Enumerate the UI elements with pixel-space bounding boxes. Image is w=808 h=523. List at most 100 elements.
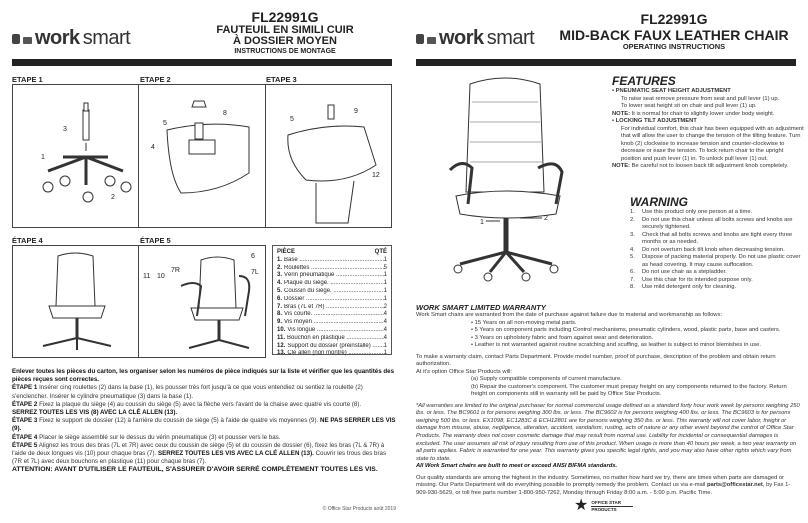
feature-2-text: For individual comfort, this chair has b… xyxy=(621,125,804,162)
warning-text: Dispose of packing material properly. Do… xyxy=(642,254,801,268)
logo-mark-icon xyxy=(427,36,436,44)
step-1-label: ETAPE 1 xyxy=(12,75,43,84)
star-icon: ★ xyxy=(574,497,589,514)
part-number: 11. xyxy=(277,334,286,341)
part-qty: 1 xyxy=(383,256,387,263)
parts-list-item: 4.Plaque du siège.1 xyxy=(277,280,387,288)
parts-list-item: 7.Bras (7L et 7R)2 xyxy=(277,304,387,312)
logo-mark-icon xyxy=(23,36,32,44)
part-number: 13. xyxy=(277,350,286,357)
warning-item: 6.Do not use chair as a stepladder. xyxy=(630,269,804,277)
left-header: FL22991G FAUTEUIL EN SIMILI CUIR À DOSSI… xyxy=(170,10,400,55)
warranty-option: At it's option Office Star Products will… xyxy=(416,368,513,375)
step-3-diagram: 9 5 12 xyxy=(265,84,392,228)
parts-email-link[interactable]: parts@officestar.net xyxy=(706,482,763,489)
model-number: FL22991G xyxy=(640,11,708,27)
warning-section: WARNING 1.Use this product only one pers… xyxy=(630,195,804,292)
warning-item: 8.Use mild detergent only for cleaning. xyxy=(630,284,804,292)
logo-text: work xyxy=(439,27,484,49)
callout-9: 9 xyxy=(354,108,358,115)
step-4-label: ÉTAPE 4 xyxy=(12,236,43,245)
warranty-bullet: • Leather is not warranted against routi… xyxy=(471,342,761,349)
parts-list-item: 11.Bouchon en plastique4 xyxy=(277,335,387,343)
quality-statement: Our quality standards are among the high… xyxy=(416,475,801,498)
step-4-text: Placer le siège assemblé sur le dessus d… xyxy=(37,433,281,441)
chair-illustration: 1 2 xyxy=(420,72,600,287)
warning-number: 3. xyxy=(630,231,635,238)
part-qty: 4 xyxy=(383,334,387,341)
part-number: 3. xyxy=(277,272,283,279)
warranty-option-a: (a) Supply compatible components of curr… xyxy=(471,376,622,383)
warning-text: Use this chair for its intended purpose … xyxy=(642,276,753,283)
armrest-illustration: 11 10 7R 6 7L xyxy=(143,253,259,349)
step-label: ÉTAPE 4 xyxy=(12,433,38,441)
warning-number: 8. xyxy=(630,284,635,291)
feature-1-text: To raise seat remove pressure from seat … xyxy=(621,95,780,102)
title-line-2: À DOSSIER MOYEN xyxy=(233,35,337,48)
header-divider xyxy=(12,59,392,66)
seat-plate-illustration: 8 5 4 xyxy=(151,100,250,194)
warranty-bullet: • 5 Years on component parts including C… xyxy=(471,327,781,334)
step-5-emphasis: SERREZ TOUTES LES VIS AVEC LA CLÉ ALLEN … xyxy=(158,449,314,457)
right-header: FL22991G MID-BACK FAUX LEATHER CHAIR OPE… xyxy=(548,12,800,51)
warranty-intro: Work Smart chairs are warranted from the… xyxy=(416,312,722,318)
parts-list-item: 6.Dossier1 xyxy=(277,296,387,304)
part-qty: 4 xyxy=(383,326,387,333)
parts-list-item: 8.Vis courte.4 xyxy=(277,311,387,319)
part-qty: 1 xyxy=(383,350,387,357)
callout-10: 10 xyxy=(157,273,165,280)
callout-1: 1 xyxy=(480,219,484,226)
step-label: ÉTAPE 2 xyxy=(12,400,38,408)
step-label: ÉTAPE 1 xyxy=(12,384,38,392)
part-name: Vis moyen xyxy=(284,319,384,327)
parts-list-item: 9.Vis moyen4 xyxy=(277,319,387,327)
part-qty: 1 xyxy=(383,287,387,294)
part-name: Roulettes xyxy=(284,265,384,273)
part-number: 6. xyxy=(277,295,283,302)
parts-list-item: 10.Vis longue4 xyxy=(277,327,387,335)
callout-6: 6 xyxy=(251,253,255,260)
bifma-statement: All Work Smart chairs are built to meet … xyxy=(416,463,618,470)
callout-8: 8 xyxy=(223,110,227,117)
step-label: ÉTAPE 5 xyxy=(12,441,38,449)
piece-header: PIÈCE xyxy=(277,249,296,255)
product-title: MID-BACK FAUX LEATHER CHAIR xyxy=(559,26,789,43)
part-qty: 1 xyxy=(383,342,387,349)
callout-4: 4 xyxy=(151,144,155,151)
part-name: Bouchon en plastique xyxy=(287,335,384,343)
warning-item: 7.Use this chair for its intended purpos… xyxy=(630,277,804,285)
logo-text: OFFICE STAR xyxy=(591,500,634,507)
logo-text: smart xyxy=(82,27,131,49)
warning-item: 5.Dispose of packing material properly. … xyxy=(630,254,804,269)
subtitle: OPERATING INSTRUCTIONS xyxy=(622,42,726,52)
part-name: Base xyxy=(284,257,384,265)
step-1-diagram: 3 1 2 xyxy=(12,84,139,228)
step-5-diagram: 11 10 7R 6 7L xyxy=(138,245,266,358)
callout-1: 1 xyxy=(41,154,45,161)
warning-item: 2.Do not use this chair unless all bolts… xyxy=(630,217,804,232)
parts-list-item: 3.Vérin pneumatique1 xyxy=(277,272,387,280)
step-3-label: ETAPE 3 xyxy=(266,75,297,84)
qty-header: QTÉ xyxy=(374,249,387,255)
step-label: ÉTAPE 3 xyxy=(12,417,38,425)
warning-number: 6. xyxy=(630,269,635,276)
part-qty: 1 xyxy=(383,280,387,287)
logo-text: smart xyxy=(486,27,535,49)
step-2-text: Fixez la plaque du siège (4) au coussin … xyxy=(37,400,362,408)
note-label: NOTE: xyxy=(612,163,631,170)
subtitle: INSTRUCTIONS DE MONTAGE xyxy=(234,47,336,55)
quality-text: Our quality standards are among the high… xyxy=(416,474,785,489)
warranty-option-b: (b) Repair the customer's component. The… xyxy=(471,383,787,398)
parts-list-header: PIÈCE QTÉ xyxy=(277,249,387,257)
callout-2: 2 xyxy=(544,215,548,222)
part-number: 9. xyxy=(277,319,283,326)
warning-heading: WARNING xyxy=(630,195,688,209)
parts-list-item: 5.Coussin du siège.1 xyxy=(277,288,387,296)
part-qty: 4 xyxy=(383,319,387,326)
copyright: © Office Star Products août 2019 xyxy=(322,506,396,512)
step-2-diagram: 8 5 4 xyxy=(138,84,266,228)
warning-text: Use this product only one person at a ti… xyxy=(642,209,753,215)
step-2-emphasis: SERREZ TOUTES LES VIS (8) AVEC LA CLÉ AL… xyxy=(12,408,178,416)
assembly-instructions: Enlever toutes les pièces du carton, les… xyxy=(12,368,396,475)
